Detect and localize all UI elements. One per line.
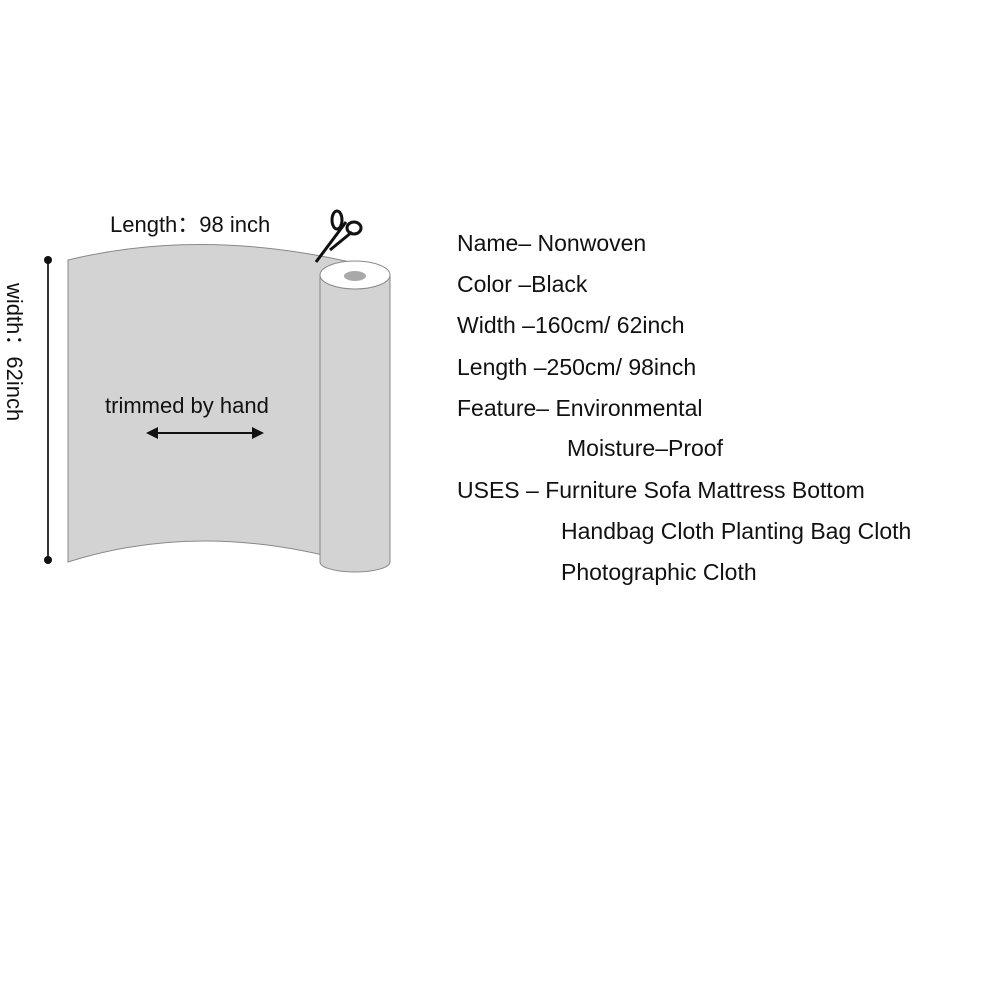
spec-uses-2: Handbag Cloth Planting Bag Cloth	[561, 518, 912, 544]
fabric-roll	[319, 260, 391, 573]
spec-name: Name– Nonwoven	[457, 230, 647, 256]
spec-feature: Feature– Environmental	[457, 395, 703, 421]
scissors-icon	[314, 209, 363, 263]
spec-uses-3: Photographic Cloth	[561, 559, 757, 585]
width-label: width：62inch	[2, 283, 27, 422]
length-label: Length：98 inch	[110, 212, 271, 237]
spec-width: Width –160cm/ 62inch	[457, 312, 685, 338]
spec-feature-2: Moisture–Proof	[567, 435, 723, 461]
spec-color: Color –Black	[457, 271, 588, 297]
spec-uses: USES – Furniture Sofa Mattress Bottom	[457, 477, 865, 503]
width-dimension-line	[44, 256, 52, 564]
trim-label: trimmed by hand	[105, 393, 269, 418]
roll-core	[344, 271, 366, 281]
double-arrow-icon	[146, 427, 264, 439]
spec-length: Length –250cm/ 98inch	[457, 354, 697, 380]
